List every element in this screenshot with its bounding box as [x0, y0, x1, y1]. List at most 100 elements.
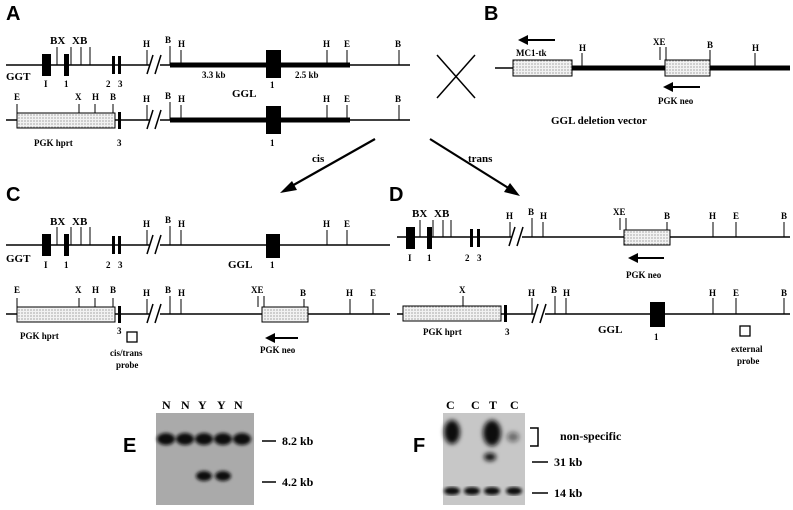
site-h: H: [709, 288, 716, 298]
exon-box: [42, 54, 51, 76]
site-xb: XB: [434, 208, 450, 220]
size-2-5kb: 2.5 kb: [295, 70, 319, 80]
ggl-exon-box: [266, 50, 281, 78]
cis-trans-probe-box: [126, 331, 138, 343]
site-b: B: [300, 288, 306, 298]
d-ggt-neo-locus: [397, 218, 790, 263]
pgk-neo-cassette: [664, 59, 711, 77]
site-h: H: [178, 94, 185, 104]
site-b: B: [551, 285, 557, 295]
site-h: H: [323, 219, 330, 229]
site-b: B: [707, 40, 713, 50]
exon-label: 1: [64, 260, 69, 270]
ggt-label: GGT: [6, 71, 31, 83]
panel-label-a: A: [6, 3, 20, 25]
marker-14kb: 14 kb: [554, 486, 583, 500]
site-h: H: [346, 288, 353, 298]
exon-label: 2: [465, 253, 470, 263]
site-x: X: [75, 285, 82, 295]
cis-trans-probe-label: cis/trans: [110, 348, 143, 358]
external-probe-box: [739, 325, 751, 337]
lane-label: N: [181, 398, 190, 412]
lane-label: Y: [217, 398, 226, 412]
site-b: B: [110, 92, 116, 102]
cis-arrow: [280, 138, 376, 193]
c-ggt-ggl-locus: [6, 226, 390, 258]
site-e: E: [344, 39, 350, 49]
lane-label: C: [446, 398, 455, 412]
site-h: H: [178, 39, 185, 49]
d-hprt-ggl-locus: [397, 296, 790, 337]
panel-label-d: D: [389, 184, 403, 206]
panel-label-b: B: [484, 3, 498, 25]
site-b: B: [781, 288, 787, 298]
exon-label: 2: [106, 260, 111, 270]
pgk-neo-arrow: [663, 82, 673, 92]
site-b: B: [165, 215, 171, 225]
pgk-neo-label: PGK neo: [260, 345, 296, 355]
pgk-hprt-cassette: [16, 112, 116, 129]
site-h: H: [563, 288, 570, 298]
site-e: E: [733, 288, 739, 298]
panel-label-f: F: [413, 435, 425, 457]
lane-label: C: [510, 398, 519, 412]
marker-31kb: 31 kb: [554, 455, 583, 469]
site-h: H: [323, 39, 330, 49]
exon-label: 3: [505, 327, 510, 337]
site-h: H: [143, 288, 150, 298]
site-e: E: [370, 288, 376, 298]
pgk-neo-label: PGK neo: [626, 270, 662, 280]
site-h: H: [178, 219, 185, 229]
site-b: B: [165, 35, 171, 45]
exon-box: [64, 54, 69, 76]
exon-label: 3: [118, 79, 123, 89]
site-b: B: [165, 91, 171, 101]
site-x: X: [459, 285, 466, 295]
ggl-label: GGL: [228, 259, 252, 271]
panel-label-e: E: [123, 435, 136, 457]
exon-label: 3: [117, 138, 122, 148]
site-h: H: [528, 288, 535, 298]
site-xe: XE: [613, 207, 626, 217]
site-xe: XE: [653, 37, 666, 47]
exon-label: I: [408, 253, 412, 263]
exon-label: 1: [654, 332, 659, 342]
a-hprt-ggl-locus: [6, 102, 410, 134]
mc1-tk-arrow: [518, 35, 528, 45]
site-h: H: [143, 219, 150, 229]
marker-non-specific: non-specific: [560, 429, 622, 443]
ggl-label: GGL: [232, 88, 256, 100]
pgk-neo-label: PGK neo: [658, 96, 694, 106]
site-bx: BX: [50, 216, 65, 228]
exon-label: 1: [64, 79, 69, 89]
site-e: E: [344, 219, 350, 229]
site-e: E: [14, 285, 20, 295]
site-h: H: [143, 94, 150, 104]
site-h: H: [92, 92, 99, 102]
pgk-hprt-label: PGK hprt: [20, 331, 59, 341]
site-h: H: [709, 211, 716, 221]
site-b: B: [395, 39, 401, 49]
site-x: X: [75, 92, 82, 102]
recombination-cross: [436, 54, 476, 99]
site-b: B: [781, 211, 787, 221]
external-probe-label: external: [731, 344, 763, 354]
gel-f-image: [443, 413, 525, 505]
vector-title: GGL deletion vector: [551, 115, 647, 127]
trans-label: trans: [468, 153, 493, 165]
a-ggt-ggl-locus: [6, 46, 410, 78]
marker-8-2kb: 8.2 kb: [282, 434, 314, 448]
mc1-tk-cassette: [512, 59, 573, 77]
cis-label: cis: [312, 153, 325, 165]
ggl-exon-box: [266, 106, 281, 134]
pgk-hprt-label: PGK hprt: [34, 138, 73, 148]
site-h: H: [143, 39, 150, 49]
site-xb: XB: [72, 35, 88, 47]
lane-label: Y: [198, 398, 207, 412]
site-b: B: [165, 285, 171, 295]
site-e: E: [14, 92, 20, 102]
lane-label: C: [471, 398, 480, 412]
exon-box: [118, 56, 121, 74]
non-specific-bracket: [530, 427, 539, 447]
